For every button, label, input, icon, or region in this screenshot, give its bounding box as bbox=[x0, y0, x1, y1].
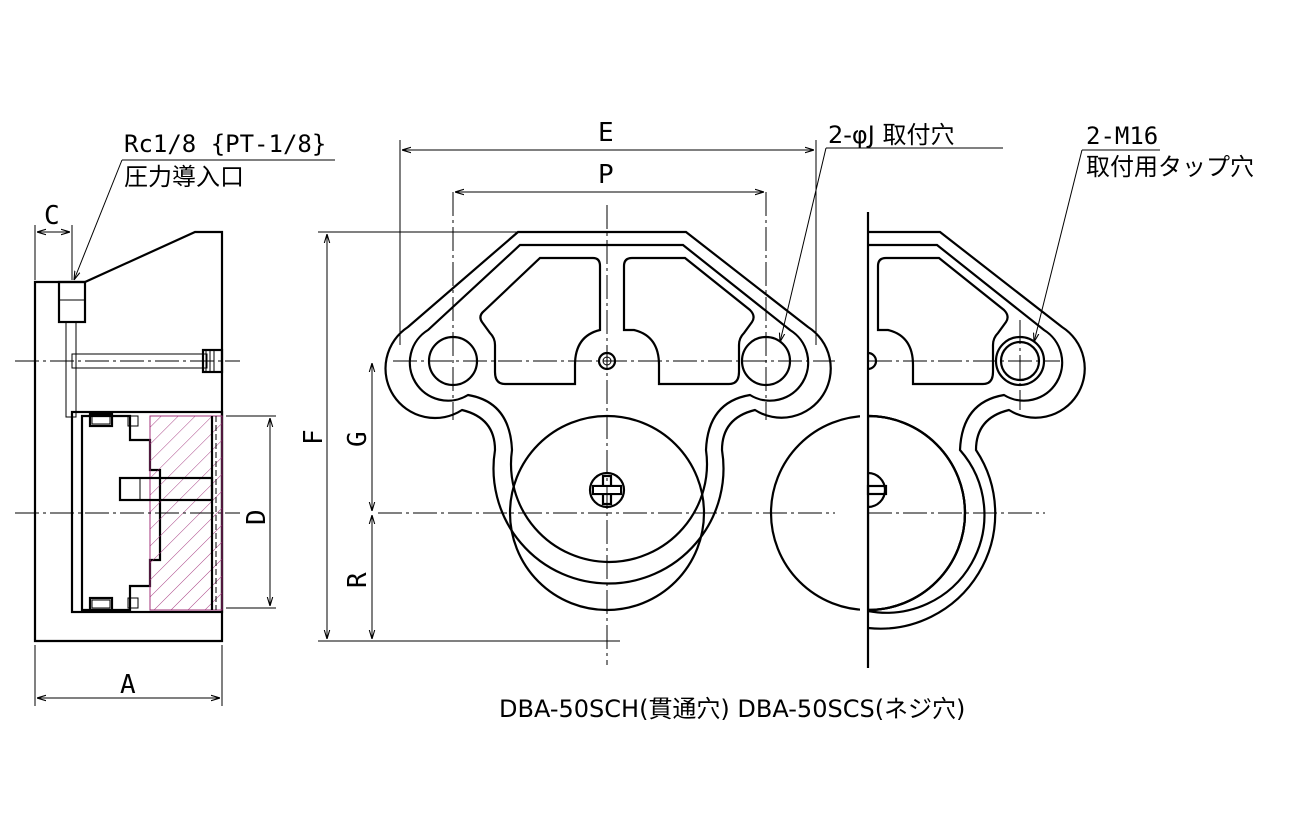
screw bbox=[118, 476, 214, 502]
dim-e-label: E bbox=[598, 118, 614, 148]
caption: DBA-50SCH(貫通穴) DBA-50SCS(ネジ穴) bbox=[499, 695, 965, 723]
tap-hole-size-label: 2-M16 bbox=[1086, 122, 1158, 150]
partial-flange-outline bbox=[867, 230, 1086, 630]
seal-top bbox=[88, 412, 114, 428]
front-view: E P F G R 2-φJ 取付穴 bbox=[299, 118, 1003, 665]
port-bore bbox=[57, 280, 87, 324]
partial-pocket bbox=[876, 256, 1009, 386]
dim-c-label: C bbox=[44, 201, 60, 231]
dim-d-label: D bbox=[242, 509, 272, 525]
dim-f-label: F bbox=[299, 429, 329, 445]
vertical-passage bbox=[65, 321, 77, 418]
dim-g-label: G bbox=[343, 431, 373, 447]
port-name-label: 圧力導入口 bbox=[124, 163, 244, 191]
dim-r-label: R bbox=[343, 572, 373, 588]
mount-hole-label: 2-φJ 取付穴 bbox=[828, 121, 954, 149]
port-thread-label: Rc1/8 {PT-1/8} bbox=[124, 130, 326, 158]
right-pocket bbox=[622, 256, 755, 386]
dim-p-label: P bbox=[598, 160, 614, 190]
partial-view: 2-M16 取付用タップ穴 bbox=[769, 122, 1254, 668]
front-flange-outline bbox=[384, 230, 832, 585]
side-section-view: C A D Rc1/8 {PT-1/8} 圧力導入口 bbox=[15, 130, 335, 706]
left-pocket bbox=[479, 256, 602, 386]
partial-inner-outline bbox=[867, 243, 1064, 614]
dim-a-label: A bbox=[120, 670, 136, 700]
front-inner-outline bbox=[408, 243, 810, 563]
seal-bottom bbox=[88, 596, 114, 612]
tap-hole-name-label: 取付用タップ穴 bbox=[1086, 153, 1254, 181]
